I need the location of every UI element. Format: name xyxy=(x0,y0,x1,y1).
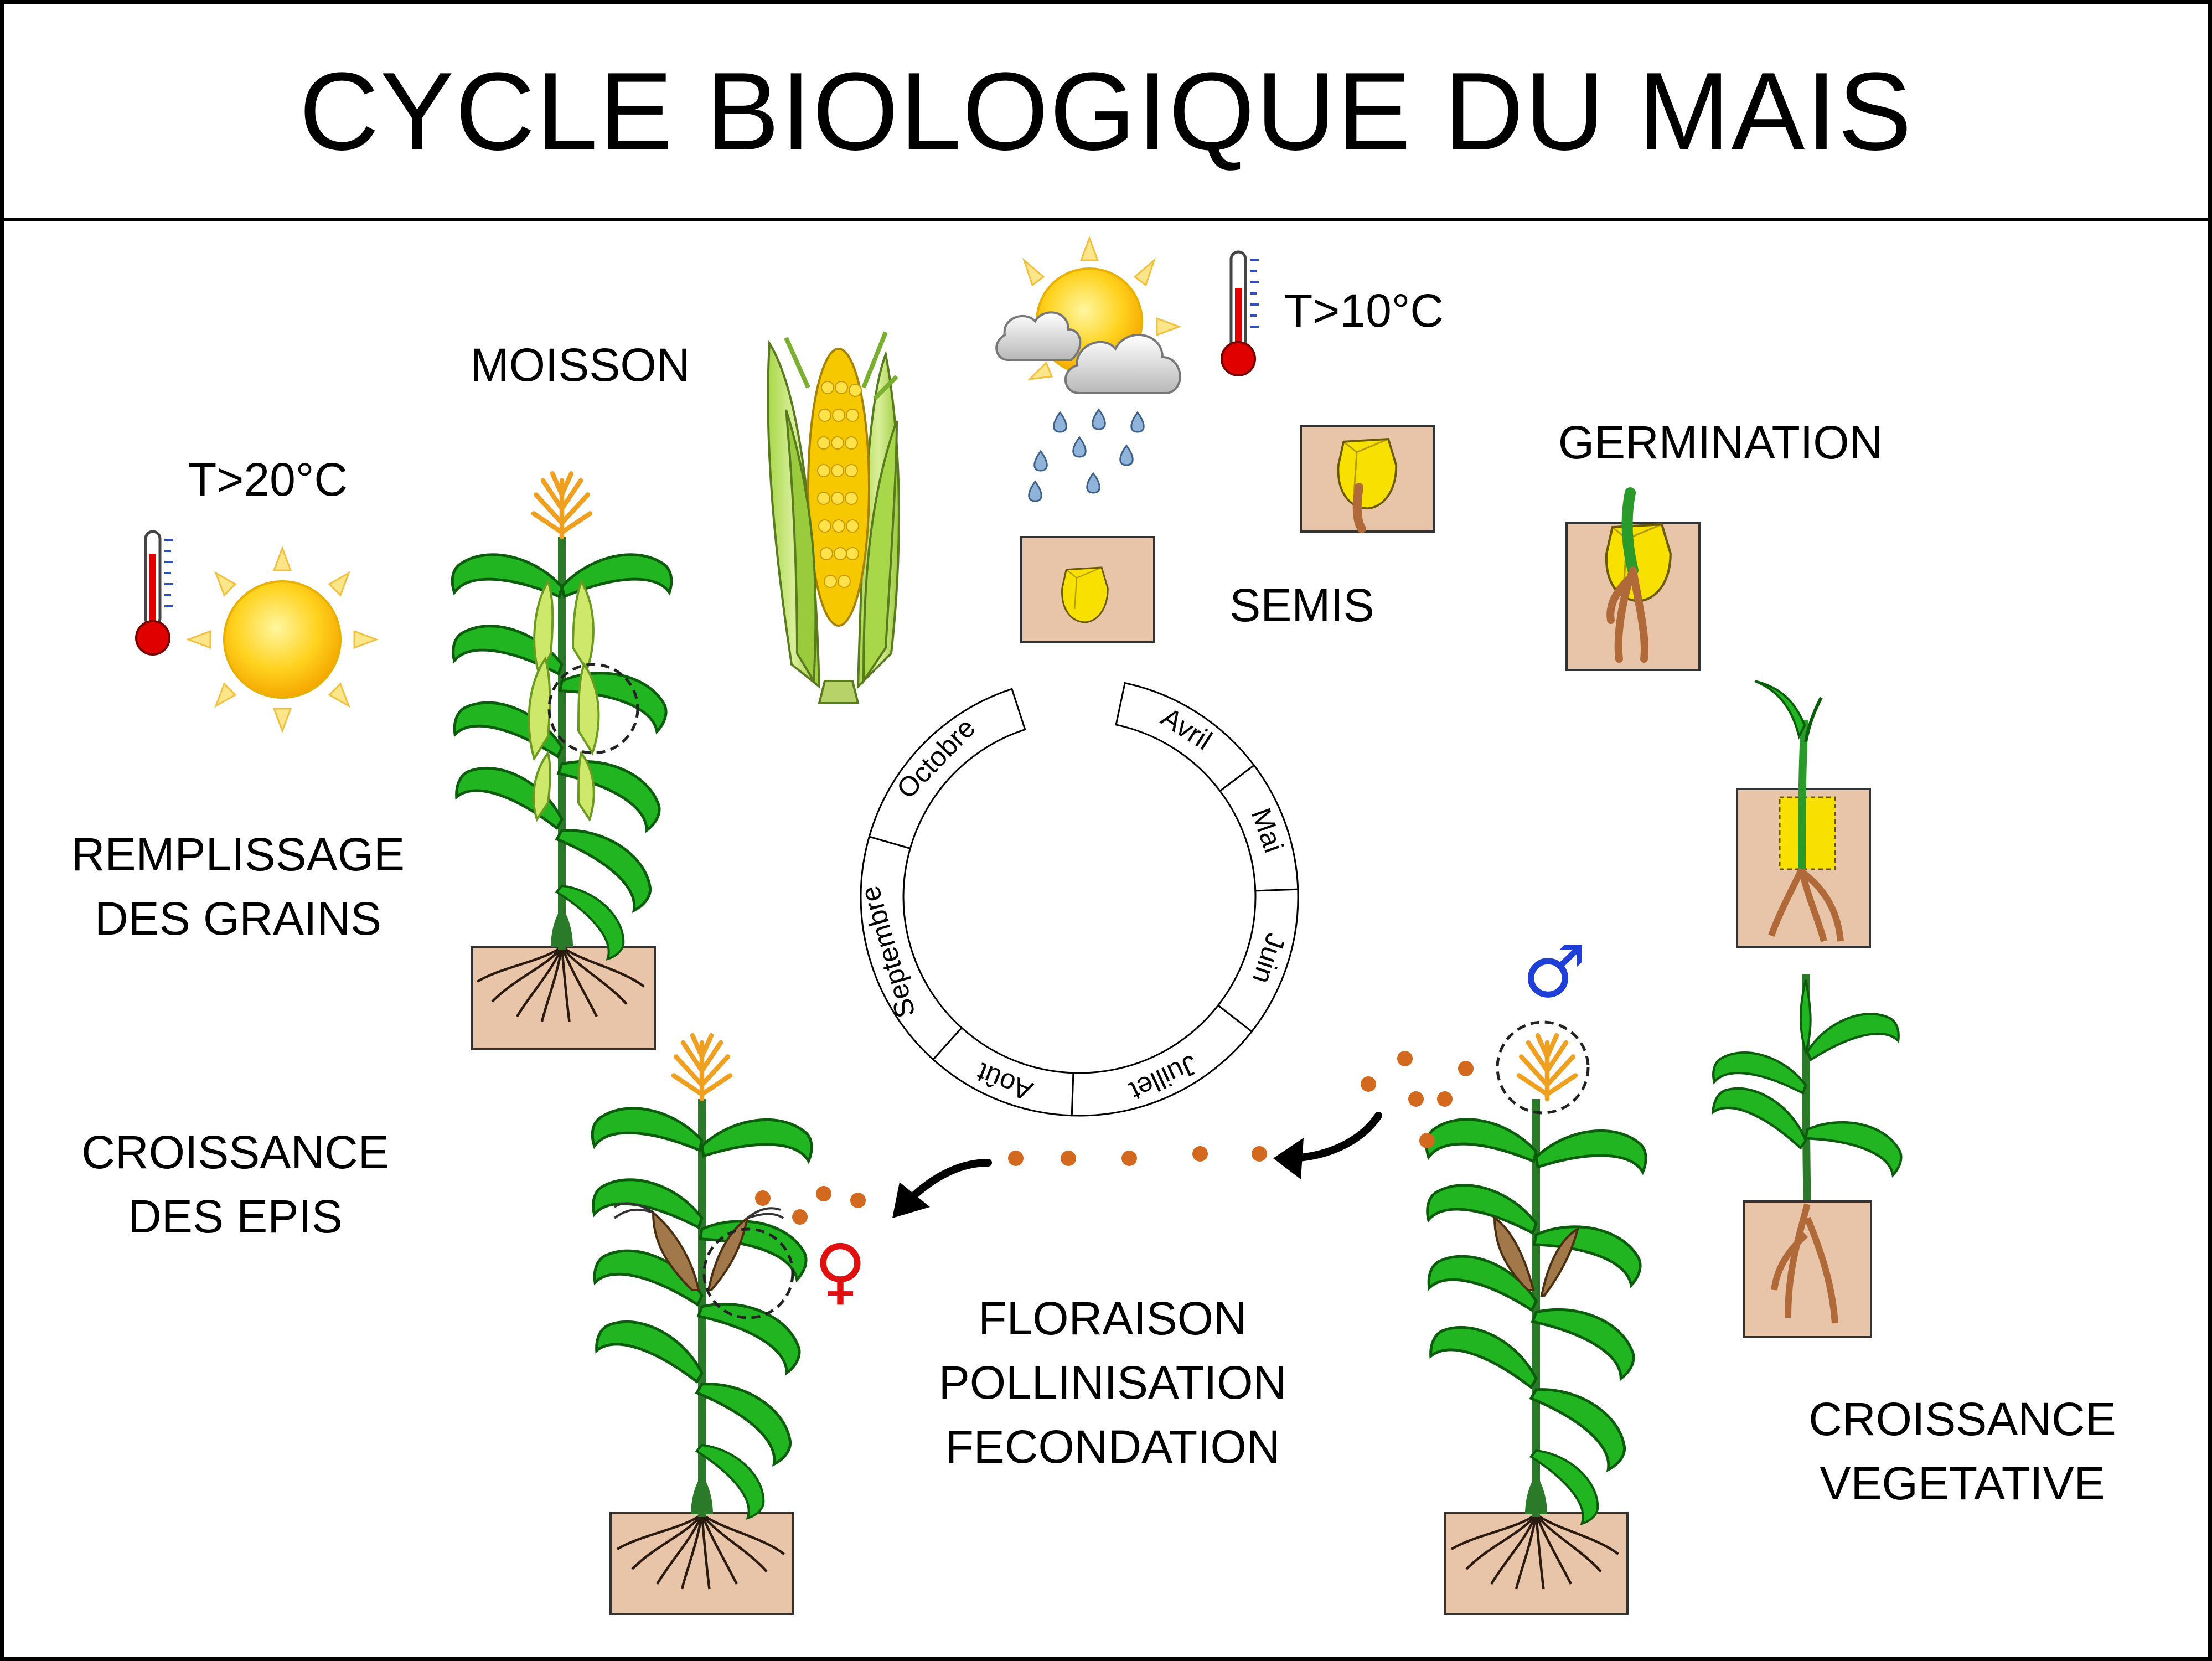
arrow-icon xyxy=(1273,1112,1382,1179)
thermometer-icon xyxy=(135,530,173,656)
maize-plant-female-flowering xyxy=(589,1035,814,1615)
label-floraison: FLORAISON xyxy=(978,1292,1247,1344)
title-bar: CYCLE BIOLOGIQUE DU MAIS xyxy=(0,0,2212,221)
label-remplissage-line1: REMPLISSAGE xyxy=(71,828,405,880)
corn-cob-icon xyxy=(767,331,900,704)
male-symbol-icon: ♂ xyxy=(1522,930,1587,1014)
label-moisson: MOISSON xyxy=(471,339,690,391)
label-temp-summer: T>20°C xyxy=(188,453,348,505)
maize-plant-male-flowering xyxy=(1423,1020,1648,1615)
weather-icon xyxy=(995,235,1182,502)
thermometer-icon xyxy=(1221,250,1259,376)
arrow-icon xyxy=(892,1159,992,1218)
label-croissance-epis-line1: CROISSANCE xyxy=(81,1126,389,1178)
maize-plant-grain-filling xyxy=(449,473,675,1050)
month-segment xyxy=(868,688,1026,850)
label-semis: SEMIS xyxy=(1229,579,1374,631)
label-germination: GERMINATION xyxy=(1558,416,1883,468)
seed-sprouting-box xyxy=(1300,425,1435,533)
label-pollinisation: POLLINISATION xyxy=(939,1356,1287,1409)
seed-sowing-box xyxy=(1020,536,1155,643)
label-temp-spring: T>10°C xyxy=(1284,285,1444,337)
young-plant xyxy=(1709,974,1906,1338)
month-segment xyxy=(1071,1004,1253,1117)
female-symbol-icon: ♀ xyxy=(814,1229,866,1313)
label-vegetative-line2: VEGETATIVE xyxy=(1820,1457,2105,1509)
page-title: CYCLE BIOLOGIQUE DU MAIS xyxy=(299,50,1913,173)
label-croissance-epis-line2: DES EPIS xyxy=(128,1190,342,1242)
label-vegetative-line1: CROISSANCE xyxy=(1808,1393,2116,1445)
label-fecondation: FECONDATION xyxy=(945,1421,1280,1473)
germination-box xyxy=(1565,487,1701,671)
pollen-dots xyxy=(755,1051,1474,1225)
seedling-box xyxy=(1736,680,1871,948)
sun-icon xyxy=(185,545,379,734)
label-remplissage-line2: DES GRAINS xyxy=(95,893,381,945)
